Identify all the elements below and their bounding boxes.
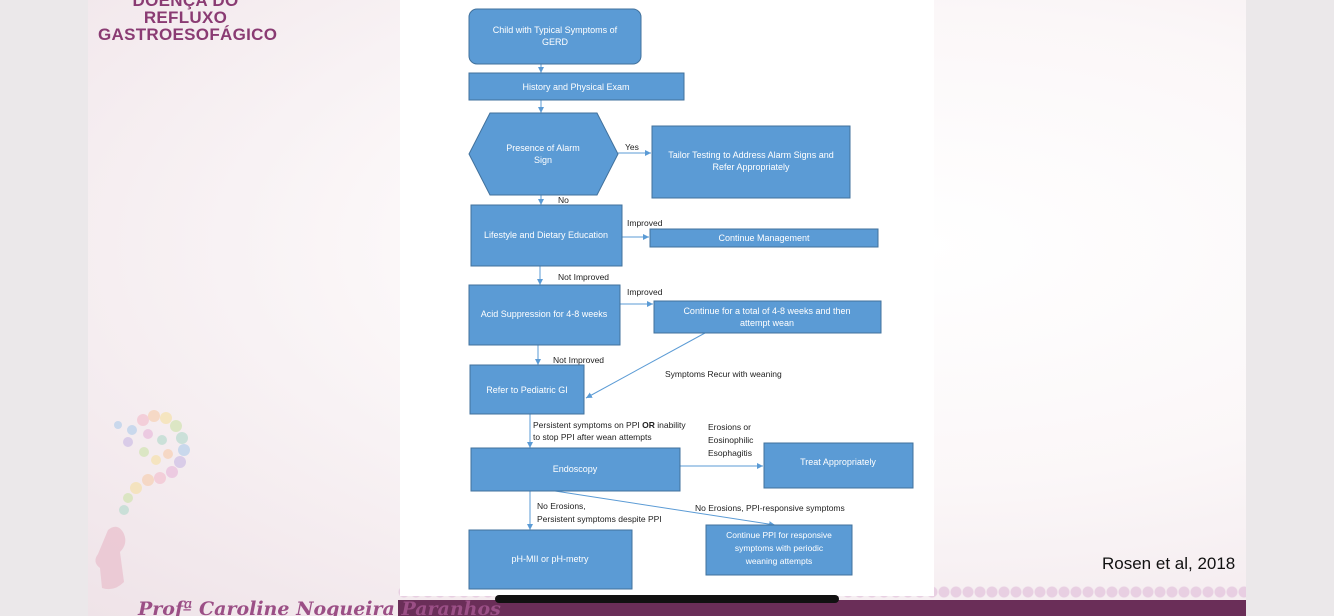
node-acid-suppression: Acid Suppression for 4-8 weeks	[468, 284, 621, 346]
node-continue-ppi-line2: symptoms with periodic	[735, 543, 824, 553]
node-start-line2: GERD	[542, 37, 569, 47]
node-lifestyle: Lifestyle and Dietary Education	[470, 204, 623, 267]
node-continue-management-label: Continue Management	[718, 233, 810, 243]
label-persistent-line2: to stop PPI after wean attempts	[533, 432, 652, 442]
node-endoscopy: Endoscopy	[470, 447, 681, 492]
node-continue-wean: Continue for a total of 4-8 weeks and th…	[653, 300, 882, 334]
node-history: History and Physical Exam	[468, 72, 685, 101]
node-continue-ppi: Continue PPI for responsive symptoms wit…	[705, 524, 853, 576]
label-improved-1: Improved	[627, 218, 663, 228]
node-ph-mii: pH-MII or pH-metry	[468, 529, 633, 590]
node-treat-label: Treat Appropriately	[800, 457, 876, 467]
node-alarm-line1: Presence of Alarm	[506, 143, 580, 153]
slide-title: DOENÇA DO REFLUXO GASTROESOFÁGICO	[98, 0, 278, 44]
node-tailor: Tailor Testing to Address Alarm Signs an…	[651, 125, 851, 199]
node-alarm-line2: Sign	[534, 155, 552, 165]
node-continue-ppi-line3: weaning attempts	[745, 556, 813, 566]
node-continue-management: Continue Management	[649, 228, 879, 248]
label-not-improved-1: Not Improved	[558, 272, 609, 282]
label-no-erosions-persistent-line1: No Erosions,	[537, 501, 586, 511]
horizontal-scrollbar[interactable]	[495, 595, 839, 603]
label-persistent-part-a: Persistent symptoms on PPI	[533, 420, 642, 430]
node-lifestyle-label: Lifestyle and Dietary Education	[484, 230, 608, 240]
label-improved-2: Improved	[627, 287, 663, 297]
edges	[527, 64, 776, 530]
label-erosions-line1: Erosions or	[708, 422, 751, 432]
node-ph-mii-label: pH-MII or pH-metry	[511, 554, 589, 564]
node-start-line1: Child with Typical Symptoms of	[493, 25, 618, 35]
node-start: Child with Typical Symptoms of GERD	[468, 8, 642, 65]
slide-title-line1: DOENÇA DO REFLUXO	[132, 0, 239, 27]
label-persistent-or: OR	[642, 420, 655, 430]
node-endoscopy-label: Endoscopy	[553, 464, 598, 474]
citation: Rosen et al, 2018	[1102, 554, 1236, 573]
label-symptoms-recur: Symptoms Recur with weaning	[665, 369, 782, 379]
node-acid-label: Acid Suppression for 4-8 weeks	[481, 309, 608, 319]
label-no: No	[558, 195, 569, 205]
slide-title-line2: GASTROESOFÁGICO	[98, 25, 278, 44]
node-tailor-line1: Tailor Testing to Address Alarm Signs an…	[668, 150, 833, 160]
node-continue-ppi-line1: Continue PPI for responsive	[726, 530, 832, 540]
label-no-erosions-responsive: No Erosions, PPI-responsive symptoms	[695, 503, 845, 513]
flowchart-figure: Child with Typical Symptoms of GERD Hist…	[400, 0, 934, 596]
label-persistent-part-b: inability	[655, 420, 686, 430]
node-refer-gi-label: Refer to Pediatric GI	[486, 385, 568, 395]
label-no-erosions-persistent-line2: Persistent symptoms despite PPI	[537, 514, 662, 524]
label-yes: Yes	[625, 142, 639, 152]
label-not-improved-2: Not Improved	[553, 355, 604, 365]
label-erosions-line2: Eosinophilic	[708, 435, 754, 445]
author-signature: Profª Caroline Nogueira Paranhos	[138, 598, 501, 616]
node-continue-wean-line1: Continue for a total of 4-8 weeks and th…	[683, 306, 850, 316]
edge-labels: Yes No Improved Not Improved Improved No…	[533, 142, 845, 524]
node-alarm-decision: Presence of Alarm Sign	[468, 112, 619, 196]
footer-band	[398, 600, 1246, 616]
node-tailor-line2: Refer Appropriately	[712, 162, 790, 172]
node-refer-gi: Refer to Pediatric GI	[469, 364, 585, 415]
node-treat: Treat Appropriately	[763, 442, 914, 489]
label-persistent-line1: Persistent symptoms on PPI OR inability	[533, 420, 686, 430]
node-history-label: History and Physical Exam	[522, 82, 629, 92]
label-erosions-line3: Esophagitis	[708, 448, 752, 458]
decorative-stomach-illustration	[95, 410, 190, 590]
gerd-flowchart: Child with Typical Symptoms of GERD Hist…	[468, 8, 914, 590]
node-continue-wean-line2: attempt wean	[740, 318, 794, 328]
